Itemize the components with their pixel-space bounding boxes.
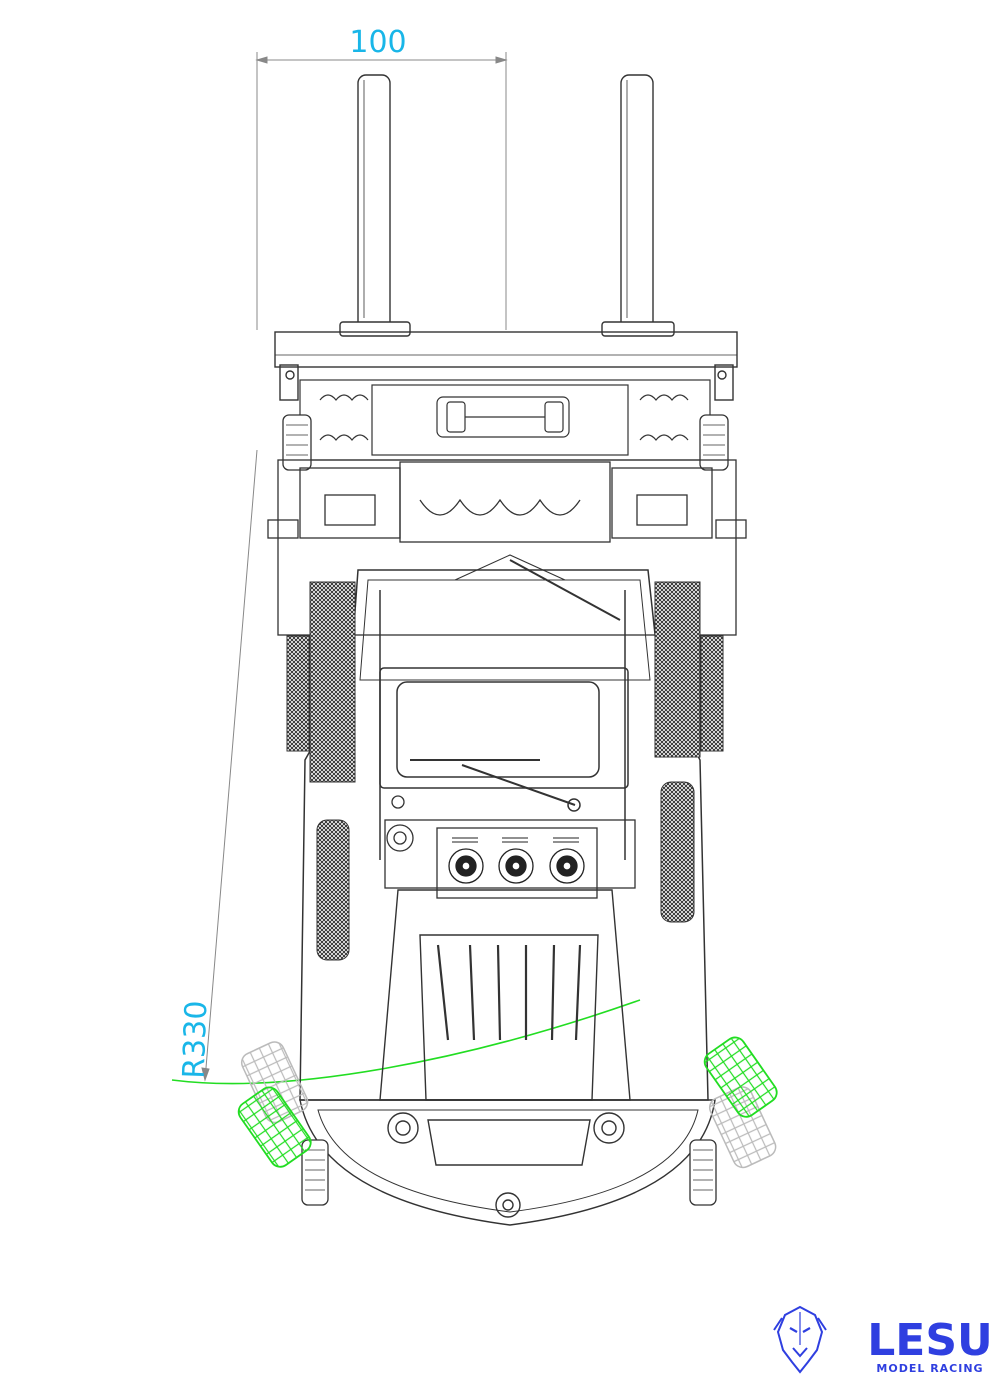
side-mesh-panels [286,581,724,961]
width-dimension [255,52,508,330]
front-tires [301,1139,717,1206]
radius-dimension-label: R330 [177,1000,215,1079]
steered-wheel-ghost [240,1041,777,1169]
chassis-frame [267,459,747,636]
turning-radius-arc [171,999,641,1085]
rear-panel [384,795,636,899]
gauges [448,837,585,884]
front-bumper [299,1099,716,1226]
rear-tires [282,414,729,471]
brand-name: LESU [867,1315,993,1366]
rear-suspension [299,379,711,461]
top-frame [274,331,738,401]
rear-window [379,667,629,812]
radius-dimension [201,449,258,1082]
wiper [509,559,621,621]
lion-head-icon [773,1305,827,1374]
width-dimension-label: 100 [349,25,406,60]
brand-tagline: MODEL RACING [876,1362,983,1375]
exhaust-stacks [339,74,675,337]
steered-wheel-green [237,1036,778,1168]
hood [379,889,631,1101]
